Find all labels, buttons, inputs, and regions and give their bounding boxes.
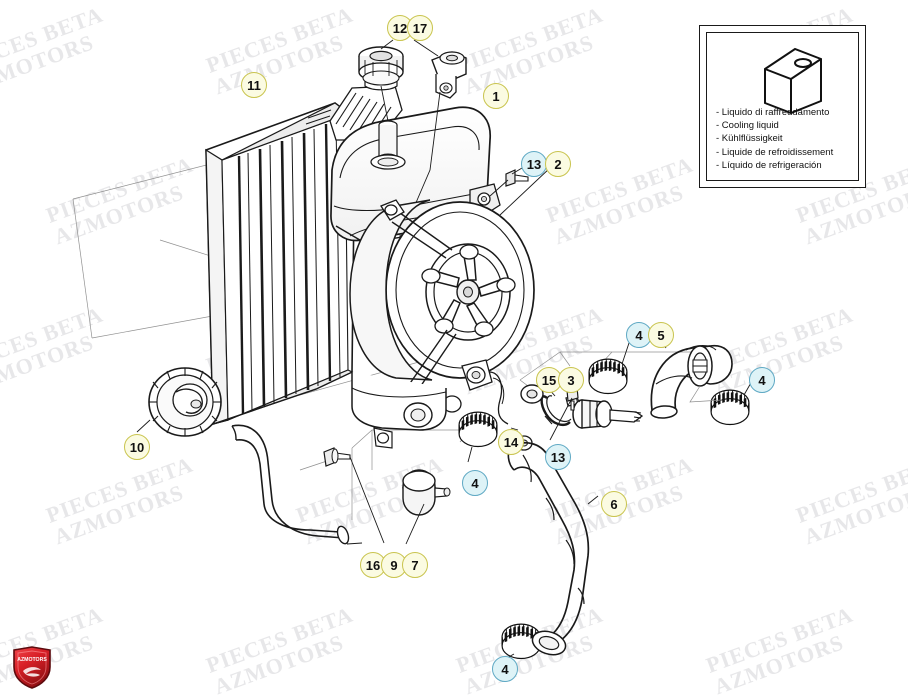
azmotors-logo: AZMOTORS xyxy=(13,646,51,689)
callout-7[interactable]: 7 xyxy=(402,552,428,578)
callout-13-lower[interactable]: 13 xyxy=(545,444,571,470)
legend-line-en: - Cooling liquid xyxy=(716,120,779,132)
part-mounting-bolt xyxy=(323,447,385,544)
part-elbow-hose xyxy=(650,327,733,419)
legend-text-lines: - Liquido di raffreddamento - Cooling li… xyxy=(716,106,852,172)
part-bracket xyxy=(413,39,467,206)
callout-4-far-right[interactable]: 4 xyxy=(749,367,775,393)
legend-inner-frame: - Liquido di raffreddamento - Cooling li… xyxy=(706,32,859,181)
legend-line-es: - Líquido de refrigeración xyxy=(716,159,822,171)
legend-line-fr: - Liquide de refroidissement xyxy=(716,146,834,158)
part-rubber-mount-bush xyxy=(402,469,451,545)
part-radiator-outlet-neck xyxy=(351,359,509,449)
part-screw-upper xyxy=(489,164,529,197)
callout-4-center[interactable]: 4 xyxy=(462,470,488,496)
part-bleed-hose xyxy=(231,424,363,545)
legend-line-de: - Kühlflüssigkeit xyxy=(716,133,783,145)
coolant-legend-box: - Liquido di raffreddamento - Cooling li… xyxy=(699,25,866,188)
logo-text: AZMOTORS xyxy=(17,657,47,663)
callout-10[interactable]: 10 xyxy=(124,434,150,460)
part-hose-clamp-center xyxy=(458,411,498,463)
callout-6[interactable]: 6 xyxy=(601,491,627,517)
part-hose-clamp-far-right xyxy=(710,380,753,426)
part-radiator-core xyxy=(205,102,356,426)
callout-13-upper[interactable]: 13 xyxy=(521,151,547,177)
part-overflow-grommet xyxy=(358,39,406,170)
callout-11[interactable]: 11 xyxy=(241,72,267,98)
callout-2[interactable]: 2 xyxy=(545,151,571,177)
legend-line-it: - Liquido di raffreddamento xyxy=(716,106,830,118)
callout-4-bottom[interactable]: 4 xyxy=(492,656,518,682)
part-thermostat-sensor xyxy=(562,379,644,429)
callout-9[interactable]: 9 xyxy=(381,552,407,578)
callout-4-right-upper[interactable]: 4 xyxy=(626,322,652,348)
part-fan-shroud-assembly xyxy=(349,166,552,413)
callout-17[interactable]: 17 xyxy=(407,15,433,41)
coolant-bottle-icon xyxy=(764,47,822,115)
callout-5[interactable]: 5 xyxy=(648,322,674,348)
part-lower-radiator-hose xyxy=(507,441,599,656)
callout-14[interactable]: 14 xyxy=(498,429,524,455)
part-radiator-cap xyxy=(136,367,222,437)
callout-3[interactable]: 3 xyxy=(558,367,584,393)
callout-1[interactable]: 1 xyxy=(483,83,509,109)
part-hose-clamp-right-upper xyxy=(588,339,631,395)
